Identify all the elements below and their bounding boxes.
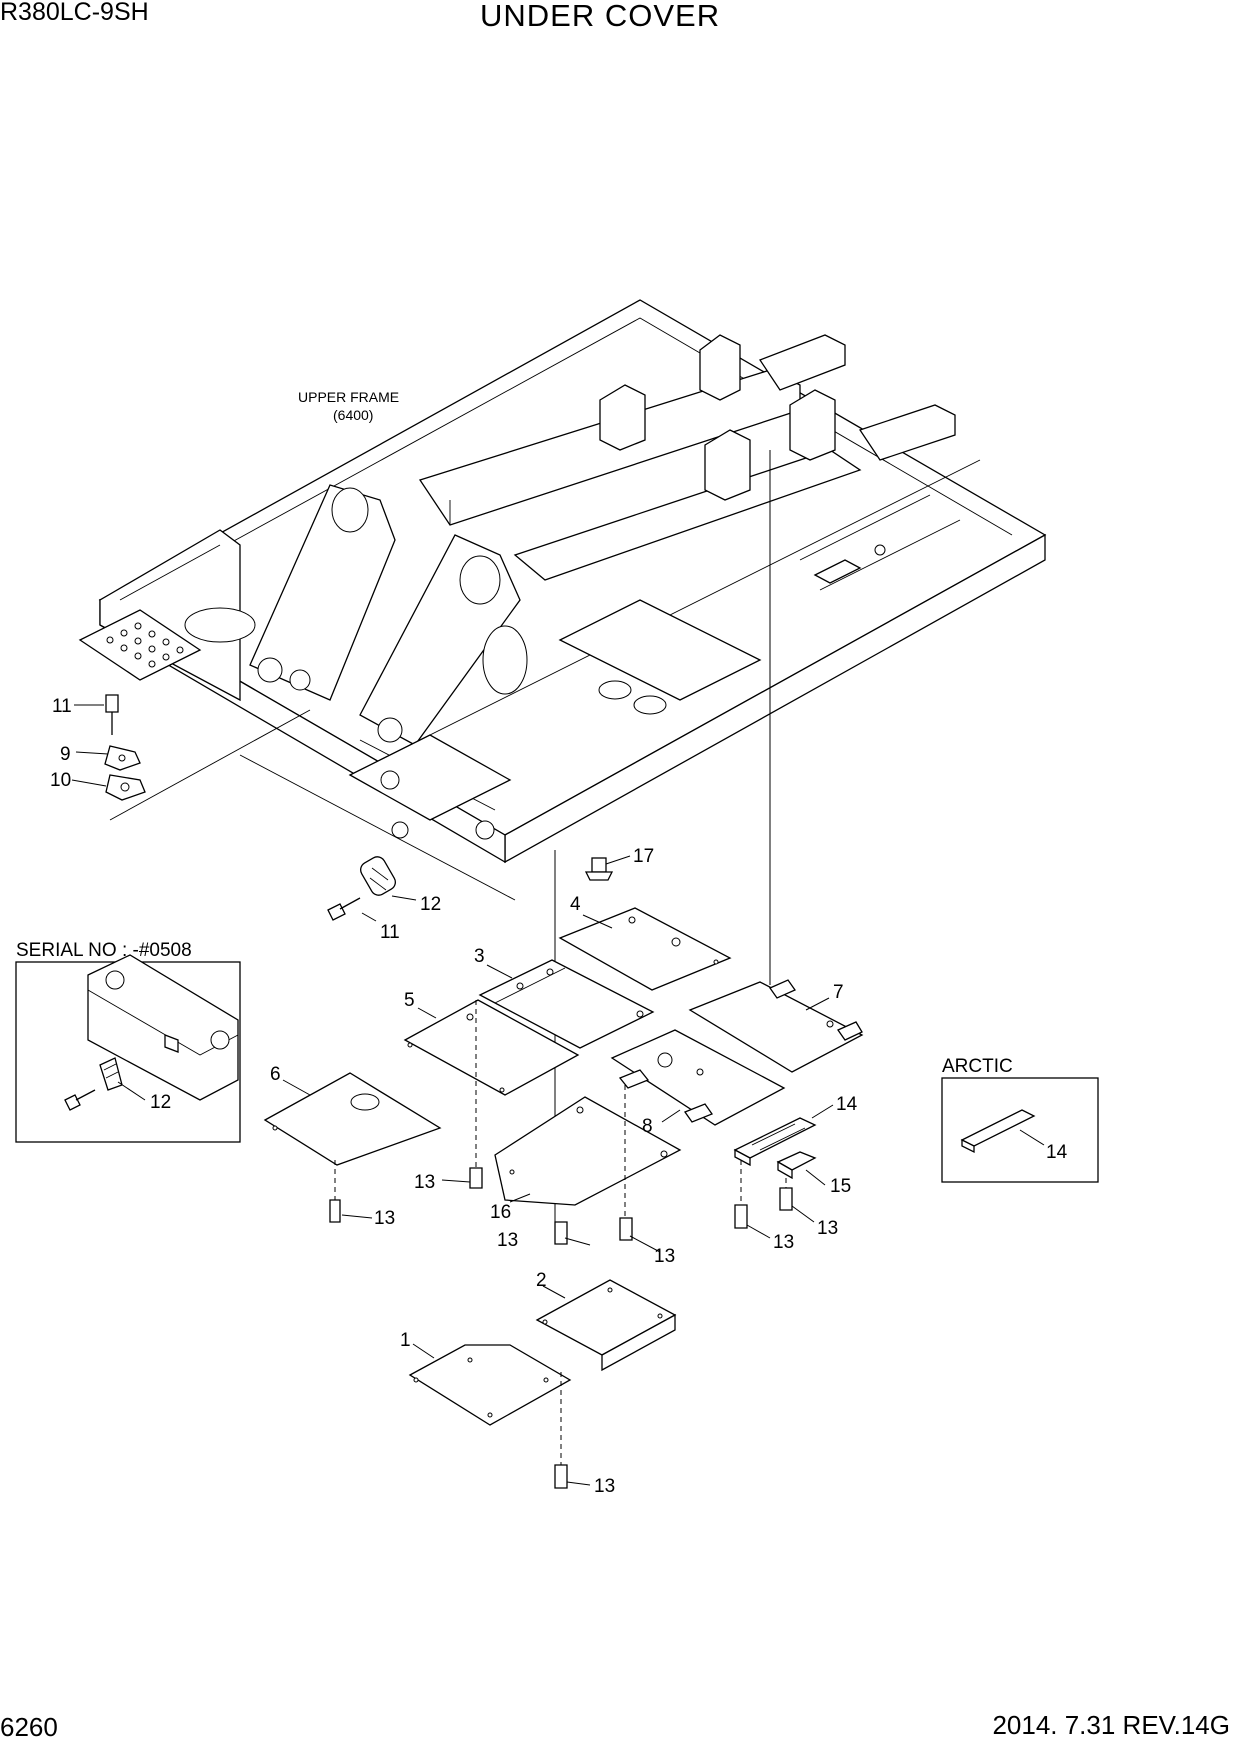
bolt-17 [584,857,614,881]
pad-15 [776,1151,817,1180]
upper-frame-code: (6400) [333,407,373,423]
callout-leaders [71,704,834,1486]
callout-12: 12 [420,894,441,915]
callout-13: 13 [497,1230,518,1251]
upper-frame [78,299,1047,864]
callout-2: 2 [536,1270,547,1291]
callout-9: 9 [60,744,71,765]
callout-numbers: 11 9 10 12 11 17 4 3 5 7 8 6 14 15 16 13… [50,696,858,1497]
model-name: R380LC-9SH [0,0,149,26]
cover-16 [494,1096,682,1206]
callout-13: 13 [594,1476,615,1497]
callout-1: 1 [400,1330,411,1351]
cover-6 [263,1072,442,1166]
gasket-10 [105,774,146,801]
callout-11: 11 [380,922,400,943]
callout-13: 13 [654,1246,675,1267]
revision-date: 2014. 7.31 REV.14G [992,1710,1230,1740]
callout-15: 15 [830,1176,851,1197]
callout-13: 13 [773,1232,794,1253]
callout-16: 16 [490,1202,511,1223]
callout-6: 6 [270,1064,281,1085]
cover-4 [558,907,732,991]
callout-3: 3 [474,946,485,967]
callout-13: 13 [414,1172,435,1193]
upper-frame-label: UPPER FRAME [298,389,399,405]
bolts-13 [329,1167,793,1489]
callout-8: 8 [642,1116,653,1137]
grommet-12 [360,856,396,896]
bolt-11-top [105,694,119,735]
arctic-inset-title: ARCTIC [942,1056,1013,1077]
page-title: UNDER COVER [480,0,721,33]
cover-2 [535,1279,677,1372]
cover-8 [610,1029,786,1126]
arctic-inset-callout: 14 [1046,1142,1068,1163]
pad-14 [733,1117,817,1167]
callout-13: 13 [817,1218,838,1239]
cover-7 [688,979,864,1073]
serial-inset-callout: 12 [150,1092,171,1113]
callout-14: 14 [836,1094,858,1115]
serial-inset-title: SERIAL NO : -#0508 [16,940,192,961]
plate-9 [104,745,141,771]
callout-11: 11 [52,696,72,717]
callout-10: 10 [50,770,71,791]
callout-4: 4 [570,894,581,915]
serial-inset [15,954,241,1143]
callout-17: 17 [633,846,654,867]
cover-3 [478,959,655,1049]
step-holes [106,622,184,668]
bolt-11-bottom [327,897,361,921]
cover-1 [408,1344,572,1426]
page-number: 6260 [0,1712,58,1742]
callout-13: 13 [374,1208,395,1229]
callout-5: 5 [404,990,415,1011]
callout-7: 7 [833,982,844,1003]
cover-5 [403,999,580,1096]
